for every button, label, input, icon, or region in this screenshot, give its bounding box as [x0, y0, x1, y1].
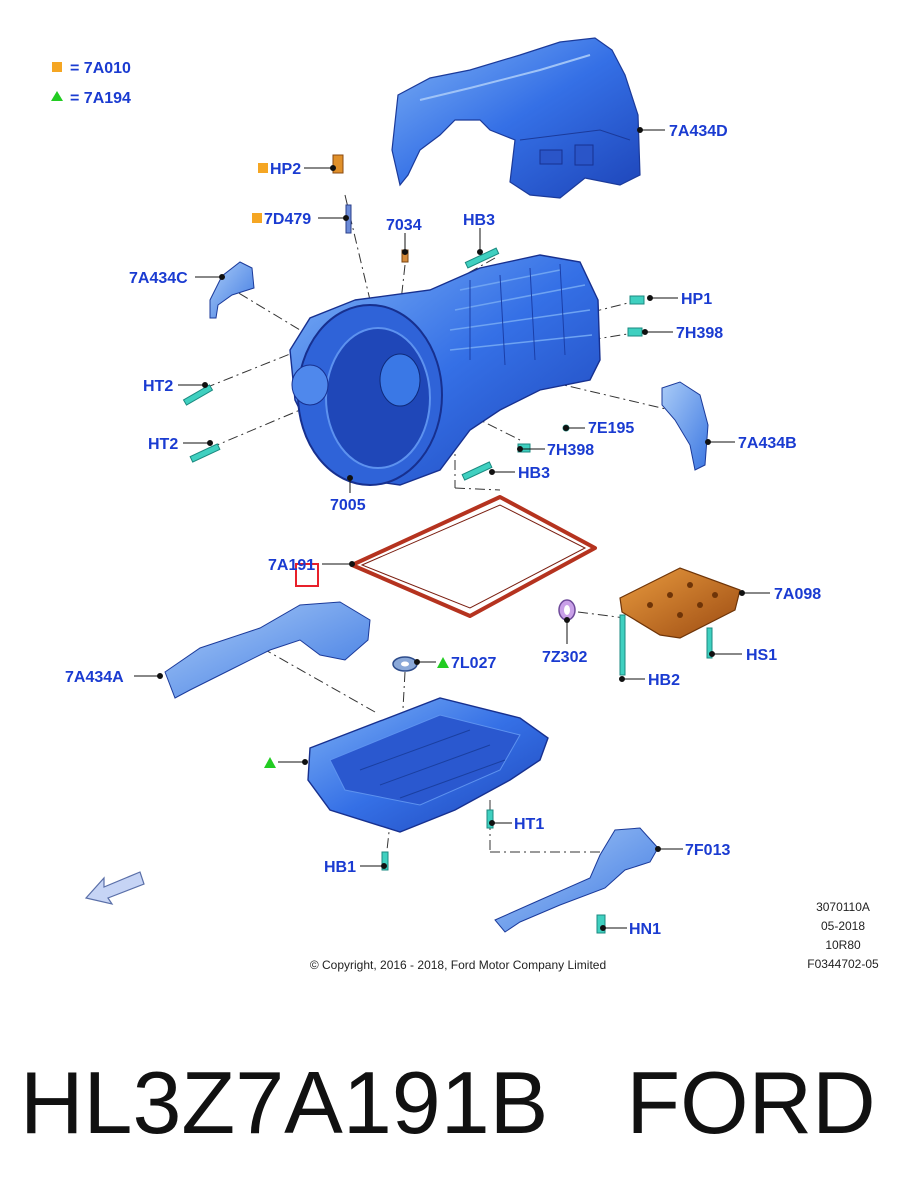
- bolt-hp1-icon: [629, 295, 645, 305]
- orientation-arrow-icon: [84, 871, 145, 905]
- bolt-ht1-icon: [486, 809, 494, 829]
- marker-triangle-7l027-icon: [437, 657, 449, 668]
- heat-shield-lower-right-part: [494, 827, 659, 933]
- bracket-upper-left-part: [209, 261, 255, 319]
- callout-hn1: HN1: [629, 921, 661, 938]
- callout-7005: 7005: [330, 497, 366, 514]
- callout-7h398-upper: 7H398: [676, 325, 723, 342]
- callout-hb3-upper: HB3: [463, 212, 495, 229]
- heat-shield-lower-left-part: [164, 601, 371, 699]
- heat-shield-upper-part: [391, 37, 641, 199]
- callout-hp2: HP2: [270, 161, 301, 178]
- callout-7e195: 7E195: [588, 420, 634, 437]
- callout-ht2-lower: HT2: [148, 436, 178, 453]
- callout-7a098: 7A098: [774, 586, 821, 603]
- sensor-hp2-icon: [332, 154, 344, 174]
- drawing-info-block: 3070110A 05-2018 10R80 F0344702-05: [807, 900, 879, 971]
- part-number-caption: HL3Z7A191B FORD: [20, 1052, 900, 1154]
- drawing-date: 05-2018: [821, 919, 865, 933]
- seal-7z302-part: [558, 599, 576, 621]
- marker-triangle-pan-icon: [264, 757, 276, 768]
- callout-ht2-upper: HT2: [143, 378, 173, 395]
- valve-body-part: [619, 567, 741, 639]
- legend-square-icon: [52, 62, 62, 72]
- legend: = 7A010 = 7A194: [51, 60, 131, 107]
- marker-square-7d479-icon: [252, 213, 262, 223]
- drawing-model: 10R80: [825, 938, 861, 952]
- drawing-reference: F0344702-05: [807, 957, 879, 971]
- callout-7h398-lower: 7H398: [547, 442, 594, 459]
- bolt-hn1-icon: [596, 914, 606, 934]
- legend-entry-7a010: = 7A010: [70, 60, 131, 77]
- washer-7l027-part: [392, 656, 418, 672]
- bolt-ht2-upper-icon: [182, 384, 214, 406]
- bolt-ht2-lower-icon: [189, 443, 221, 463]
- marker-square-hp2-icon: [258, 163, 268, 173]
- callout-hp1: HP1: [681, 291, 712, 308]
- brand-name: FORD: [626, 1053, 876, 1152]
- highlight-box: [295, 563, 319, 587]
- legend-triangle-icon: [51, 91, 63, 101]
- callout-7a434d: 7A434D: [669, 123, 728, 140]
- callout-7a434b: 7A434B: [738, 435, 797, 452]
- callout-7f013: 7F013: [685, 842, 730, 859]
- callout-7a434c: 7A434C: [129, 270, 188, 287]
- legend-entry-7a194: = 7A194: [70, 90, 131, 107]
- callout-hb2: HB2: [648, 672, 680, 689]
- callout-hb3-lower: HB3: [518, 465, 550, 482]
- bolt-hb2-icon: [619, 614, 626, 676]
- callout-7a191: 7A191: [268, 557, 315, 574]
- exploded-parts-diagram: = 7A010 = 7A194: [51, 37, 879, 972]
- bolt-hs1-icon: [706, 627, 713, 659]
- callout-hs1: HS1: [746, 647, 777, 664]
- drawing-number: 3070110A: [816, 900, 870, 914]
- transmission-case-part: [289, 254, 601, 486]
- part-number: HL3Z7A191B: [20, 1053, 549, 1152]
- bolt-7h398-upper-icon: [627, 327, 643, 337]
- bolt-hb3-upper-icon: [464, 247, 500, 269]
- bolt-hb1-icon: [381, 851, 389, 871]
- oil-pan-part: [307, 697, 549, 833]
- fasteners: [182, 247, 713, 934]
- bracket-right-part: [661, 381, 709, 471]
- callout-hb1: HB1: [324, 859, 356, 876]
- callout-7034: 7034: [386, 217, 422, 234]
- callout-7l027: 7L027: [451, 655, 496, 672]
- copyright-notice: © Copyright, 2016 - 2018, Ford Motor Com…: [310, 958, 606, 972]
- oil-pan-gasket-part: [350, 495, 597, 618]
- bolt-hb3-lower-icon: [461, 461, 493, 481]
- callout-7a434a: 7A434A: [65, 669, 124, 686]
- callout-ht1: HT1: [514, 816, 544, 833]
- callout-7d479: 7D479: [264, 211, 311, 228]
- callout-leaders: [134, 127, 770, 931]
- callout-7z302: 7Z302: [542, 649, 587, 666]
- callout-labels: 7A434D HP2 7D479 7034 HB3 7A434C HP1 7H3…: [65, 123, 821, 938]
- callout-markers: [252, 163, 449, 768]
